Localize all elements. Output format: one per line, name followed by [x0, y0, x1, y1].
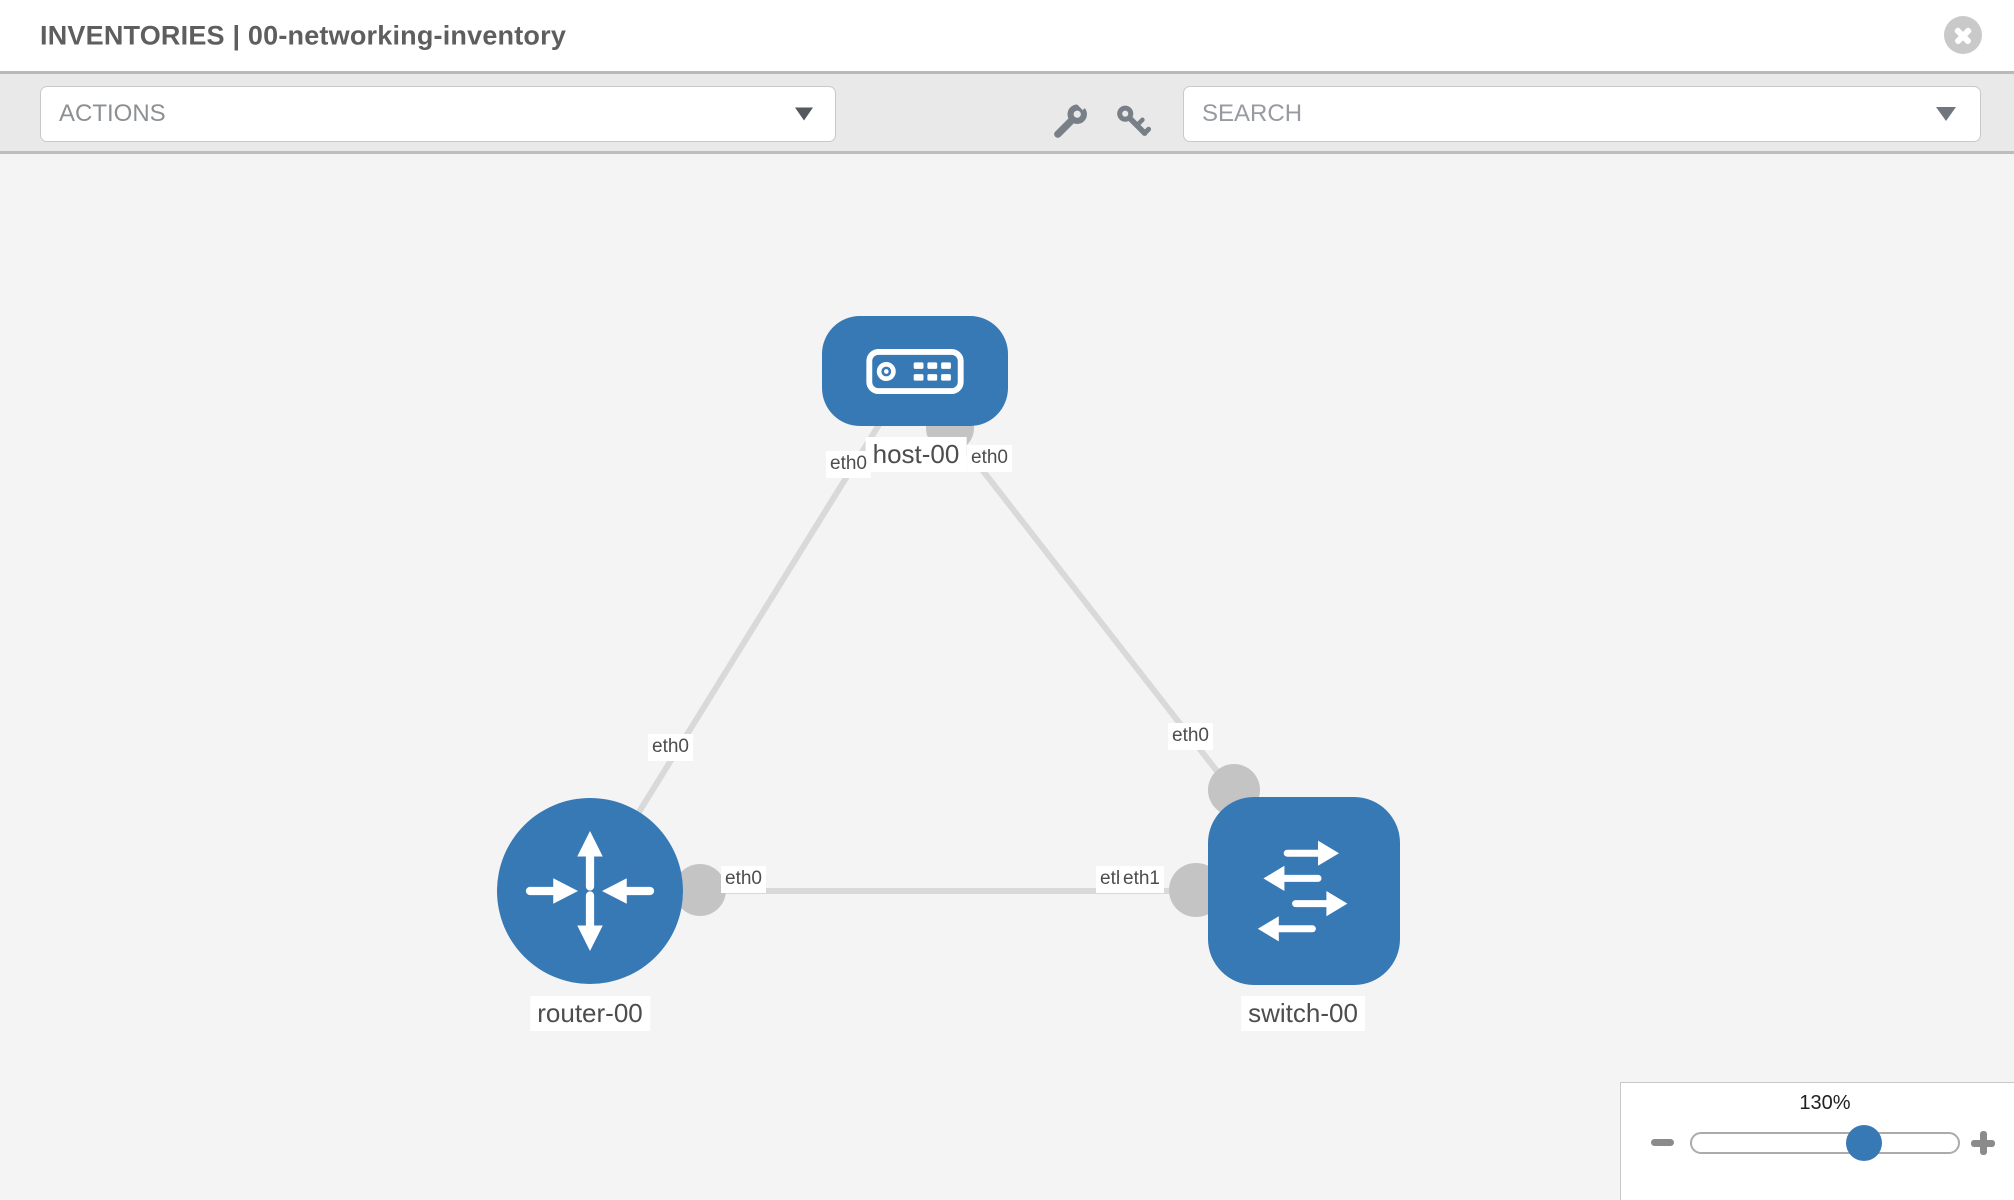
- node-label-switch: switch-00: [1241, 996, 1365, 1032]
- header: INVENTORIES | 00-networking-inventory: [0, 0, 2014, 74]
- node-switch-00[interactable]: [1208, 797, 1400, 985]
- page-title: INVENTORIES | 00-networking-inventory: [40, 20, 567, 50]
- toolbar: ACTIONS: [0, 74, 2014, 154]
- iface-label: eth0: [721, 866, 766, 893]
- topology-canvas[interactable]: host-00 router-00 switch-00 eth0 eth0 et…: [0, 154, 2014, 1200]
- actions-dropdown-label: ACTIONS: [59, 100, 166, 127]
- iface-label: eth1: [1119, 866, 1164, 893]
- node-router-00[interactable]: [497, 798, 683, 984]
- zoom-in-plus-icon[interactable]: [1971, 1131, 1995, 1155]
- zoom-level: 130%: [1799, 1092, 1851, 1114]
- node-label-router: router-00: [530, 996, 650, 1032]
- topology-links-layer: [587, 397, 1304, 917]
- zoom-out-minus-icon[interactable]: [1651, 1139, 1674, 1146]
- actions-dropdown[interactable]: ACTIONS: [40, 86, 836, 142]
- node-label-host: host-00: [865, 437, 967, 473]
- zoom-slider-thumb[interactable]: [1846, 1125, 1882, 1161]
- zoom-slider-track[interactable]: [1690, 1132, 1960, 1154]
- wrench-icon[interactable]: [1050, 92, 1092, 142]
- caret-down-icon: [1936, 107, 1956, 121]
- iface-label: eth0: [967, 445, 1012, 472]
- close-button[interactable]: [1944, 16, 1982, 54]
- interface-port-router[interactable]: [674, 864, 726, 916]
- iface-label: eth0: [648, 734, 693, 761]
- router-arrows-icon: [525, 831, 655, 951]
- iface-label: eth0: [826, 451, 871, 478]
- switch-arrows-icon: [1257, 840, 1348, 942]
- key-icon[interactable]: [1113, 102, 1153, 142]
- caret-down-icon: [795, 107, 813, 121]
- iface-label: eth0: [1168, 723, 1213, 750]
- zoom-panel: 130%: [1620, 1082, 2014, 1200]
- search-dropdown[interactable]: [1183, 86, 1981, 142]
- host-device-icon: [866, 348, 964, 394]
- search-input[interactable]: [1184, 87, 1928, 141]
- plus-bar: [1979, 1131, 1987, 1155]
- node-host-00[interactable]: [822, 316, 1008, 426]
